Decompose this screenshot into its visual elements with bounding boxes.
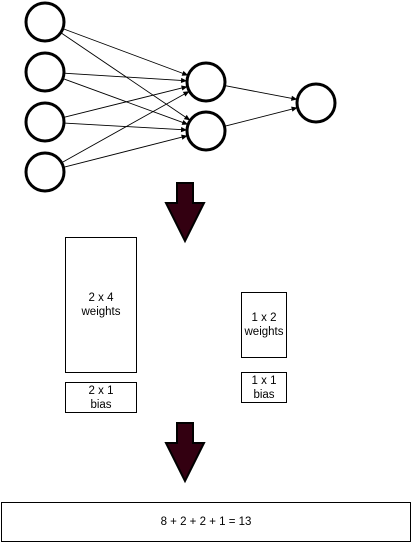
total-parameters-box: 8 + 2 + 2 + 1 = 13 [1, 502, 411, 542]
output-bias-shape: 1 x 1 [251, 374, 277, 387]
connection-hidden-2-output-1 [224, 107, 298, 127]
hidden-weights-text: weights [81, 306, 121, 318]
connection-input-1-hidden-1-arrowhead [181, 70, 189, 76]
hidden-bias-box: 2 x 1 bias [65, 382, 137, 413]
connection-input-1-hidden-1 [62, 28, 189, 76]
network-connections [60, 28, 298, 168]
connection-input-4-hidden-1-arrowhead [182, 91, 190, 97]
connection-input-4-hidden-1 [61, 90, 190, 164]
connection-hidden-1-output-1-arrowhead [290, 95, 298, 101]
hidden-weights-shape: 2 x 4 [88, 292, 114, 304]
hidden-bias-label: 2 x 1 bias [89, 384, 114, 412]
hidden-bias-text: bias [90, 398, 112, 411]
input-neuron-1 [24, 1, 66, 43]
connection-hidden-1-output-1 [224, 85, 298, 100]
connection-input-4-hidden-2 [63, 135, 188, 168]
output-weights-text: weights [244, 326, 284, 338]
connection-input-3-hidden-1-arrowhead [181, 85, 188, 91]
input-neuron-3 [24, 101, 66, 143]
total-parameters-equation: 8 + 2 + 2 + 1 = 13 [160, 516, 252, 528]
network-neurons [24, 1, 337, 193]
connection-input-4-hidden-2-arrowhead [181, 134, 188, 140]
hidden-neuron-2 [185, 110, 227, 152]
output-bias-text: bias [253, 388, 275, 401]
connection-input-3-hidden-2-arrowhead [180, 127, 188, 133]
input-neuron-2 [24, 51, 66, 93]
output-weights-label: 1 x 2 weights [245, 311, 284, 339]
input-neuron-4 [24, 151, 66, 193]
down-arrow-icon [164, 182, 206, 244]
hidden-weights-box: 2 x 4 weights [65, 237, 137, 373]
connection-hidden-2-output-1-arrowhead [291, 106, 298, 112]
hidden-weights-label: 2 x 4 weights [82, 291, 121, 319]
output-weights-box: 1 x 2 weights [241, 292, 287, 358]
connection-input-2-hidden-2 [62, 78, 189, 125]
connection-input-1-hidden-2 [60, 32, 191, 121]
connection-input-2-hidden-2-arrowhead [181, 119, 189, 125]
output-bias-label: 1 x 1 bias [252, 374, 277, 402]
hidden-bias-shape: 2 x 1 [88, 384, 114, 397]
down-arrow-icon [164, 422, 206, 484]
connection-input-1-hidden-2-arrowhead [183, 114, 191, 121]
hidden-neuron-1 [185, 61, 227, 103]
output-weights-shape: 1 x 2 [251, 312, 277, 324]
connection-input-3-hidden-1 [63, 86, 188, 118]
connection-input-2-hidden-1-arrowhead [180, 77, 188, 84]
output-neuron-1 [295, 82, 337, 124]
output-bias-box: 1 x 1 bias [241, 372, 287, 403]
connection-input-2-hidden-1 [63, 72, 188, 82]
